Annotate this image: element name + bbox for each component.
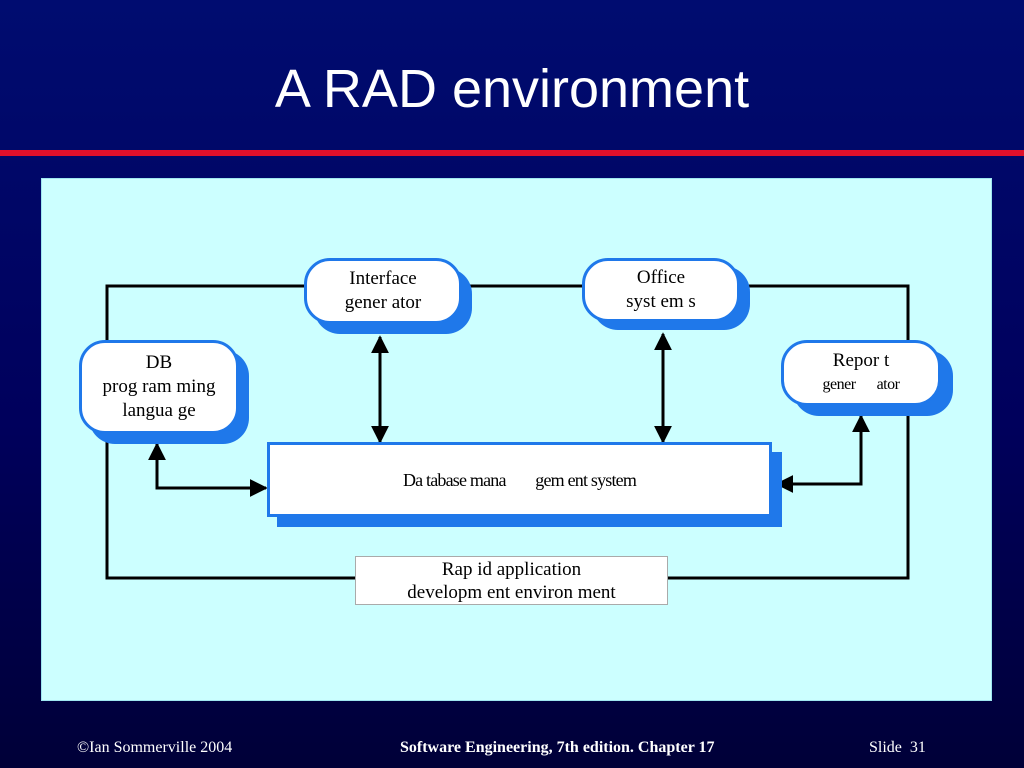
rad-environment-line-1: Rap id application [441, 558, 582, 580]
interface-generator-line-2: gener ator [344, 292, 422, 313]
footer-book-title: Software Engineering, 7th edition. Chapt… [400, 739, 715, 756]
interface-generator-node: Interface gener ator [304, 258, 462, 324]
office-systems-line-2: syst em s [626, 291, 696, 312]
db-programming-line-2: prog ram ming [102, 376, 216, 397]
db-programming-line-3: langua ge [122, 400, 196, 421]
rad-enclosure-line-right [668, 284, 910, 580]
office-systems-line-1: Office [636, 267, 686, 288]
title-divider [0, 150, 1024, 156]
rad-environment-label-box: Rap id application developm ent environ … [355, 556, 668, 605]
office-systems-node: Office syst em s [582, 258, 740, 322]
report-generator-line-1: Repor t [832, 350, 890, 371]
footer-copyright: ©Ian Sommerville 2004 [77, 739, 233, 756]
db-programming-language-node: DB prog ram ming langua ge [79, 340, 239, 434]
report-generator-node: Repor t gener ator [781, 340, 941, 406]
db-programming-line-1: DB [145, 352, 173, 373]
arrow-dbprog-dbms [148, 442, 268, 497]
report-generator-line-2: gener ator [822, 376, 900, 393]
rad-environment-line-2: developm ent environ ment [407, 581, 616, 603]
arrow-report-dbms [775, 414, 870, 493]
footer-slide-number: Slide 31 [869, 739, 926, 756]
dbms-node: Da tabase mana gem ent system [267, 442, 772, 517]
slide-title: A RAD environment [274, 59, 750, 119]
interface-generator-line-1: Interface [349, 268, 417, 289]
dbms-label: Da tabase mana gem ent system [402, 469, 637, 490]
